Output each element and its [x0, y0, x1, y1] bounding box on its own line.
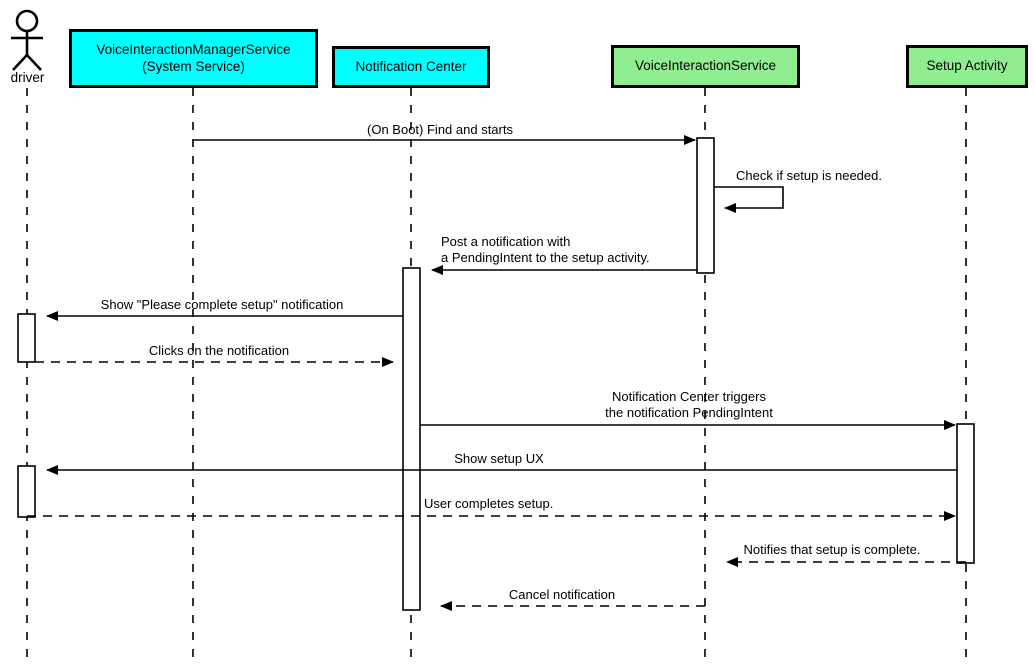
message-arrow-2-self — [714, 186, 784, 213]
participant-label-vims-line1: VoiceInteractionManagerService — [96, 42, 291, 58]
participant-box-vis[interactable]: VoiceInteractionService — [611, 45, 800, 88]
participant-label-setup-activity: Setup Activity — [926, 58, 1008, 74]
message-label-3: Post a notification with a PendingIntent… — [441, 234, 650, 267]
message-label-5: Clicks on the notification — [148, 343, 290, 358]
participant-box-vims[interactable]: VoiceInteractionManagerService (System S… — [69, 29, 318, 88]
message-label-7: Show setup UX — [454, 451, 544, 466]
activation-driver-2 — [17, 465, 36, 518]
activation-vis — [696, 137, 715, 274]
participant-box-notification-center[interactable]: Notification Center — [332, 46, 490, 88]
message-label-10: Cancel notification — [508, 587, 616, 602]
message-label-3-line1: Post a notification with — [441, 234, 571, 249]
message-label-6: Notification Center triggers the notific… — [605, 389, 773, 422]
participant-label-vis: VoiceInteractionService — [634, 58, 777, 74]
participant-label-vims: VoiceInteractionManagerService (System S… — [96, 42, 290, 75]
message-label-8: User completes setup. — [424, 496, 554, 511]
actor-driver-figure — [11, 9, 43, 71]
message-label-2: Check if setup is needed. — [736, 168, 882, 183]
participant-label-notification-center: Notification Center — [355, 58, 467, 74]
activation-notification-center — [402, 267, 421, 611]
participant-box-setup-activity[interactable]: Setup Activity — [906, 45, 1028, 88]
message-label-3-line2: a PendingIntent to the setup activity. — [441, 250, 650, 266]
actor-label-driver: driver — [10, 70, 45, 85]
activation-setup-activity — [956, 423, 975, 564]
activation-driver-1 — [17, 313, 36, 363]
message-label-9: Notifies that setup is complete. — [743, 542, 921, 557]
message-label-1: (On Boot) Find and starts — [367, 122, 513, 137]
message-label-4: Show "Please complete setup" notificatio… — [100, 297, 344, 312]
participant-label-vims-line2: (System Service) — [142, 58, 245, 74]
activation-bars — [17, 137, 975, 611]
message-label-6-line2: the notification PendingIntent — [605, 405, 773, 421]
message-label-6-line1: Notification Center triggers — [612, 389, 766, 404]
